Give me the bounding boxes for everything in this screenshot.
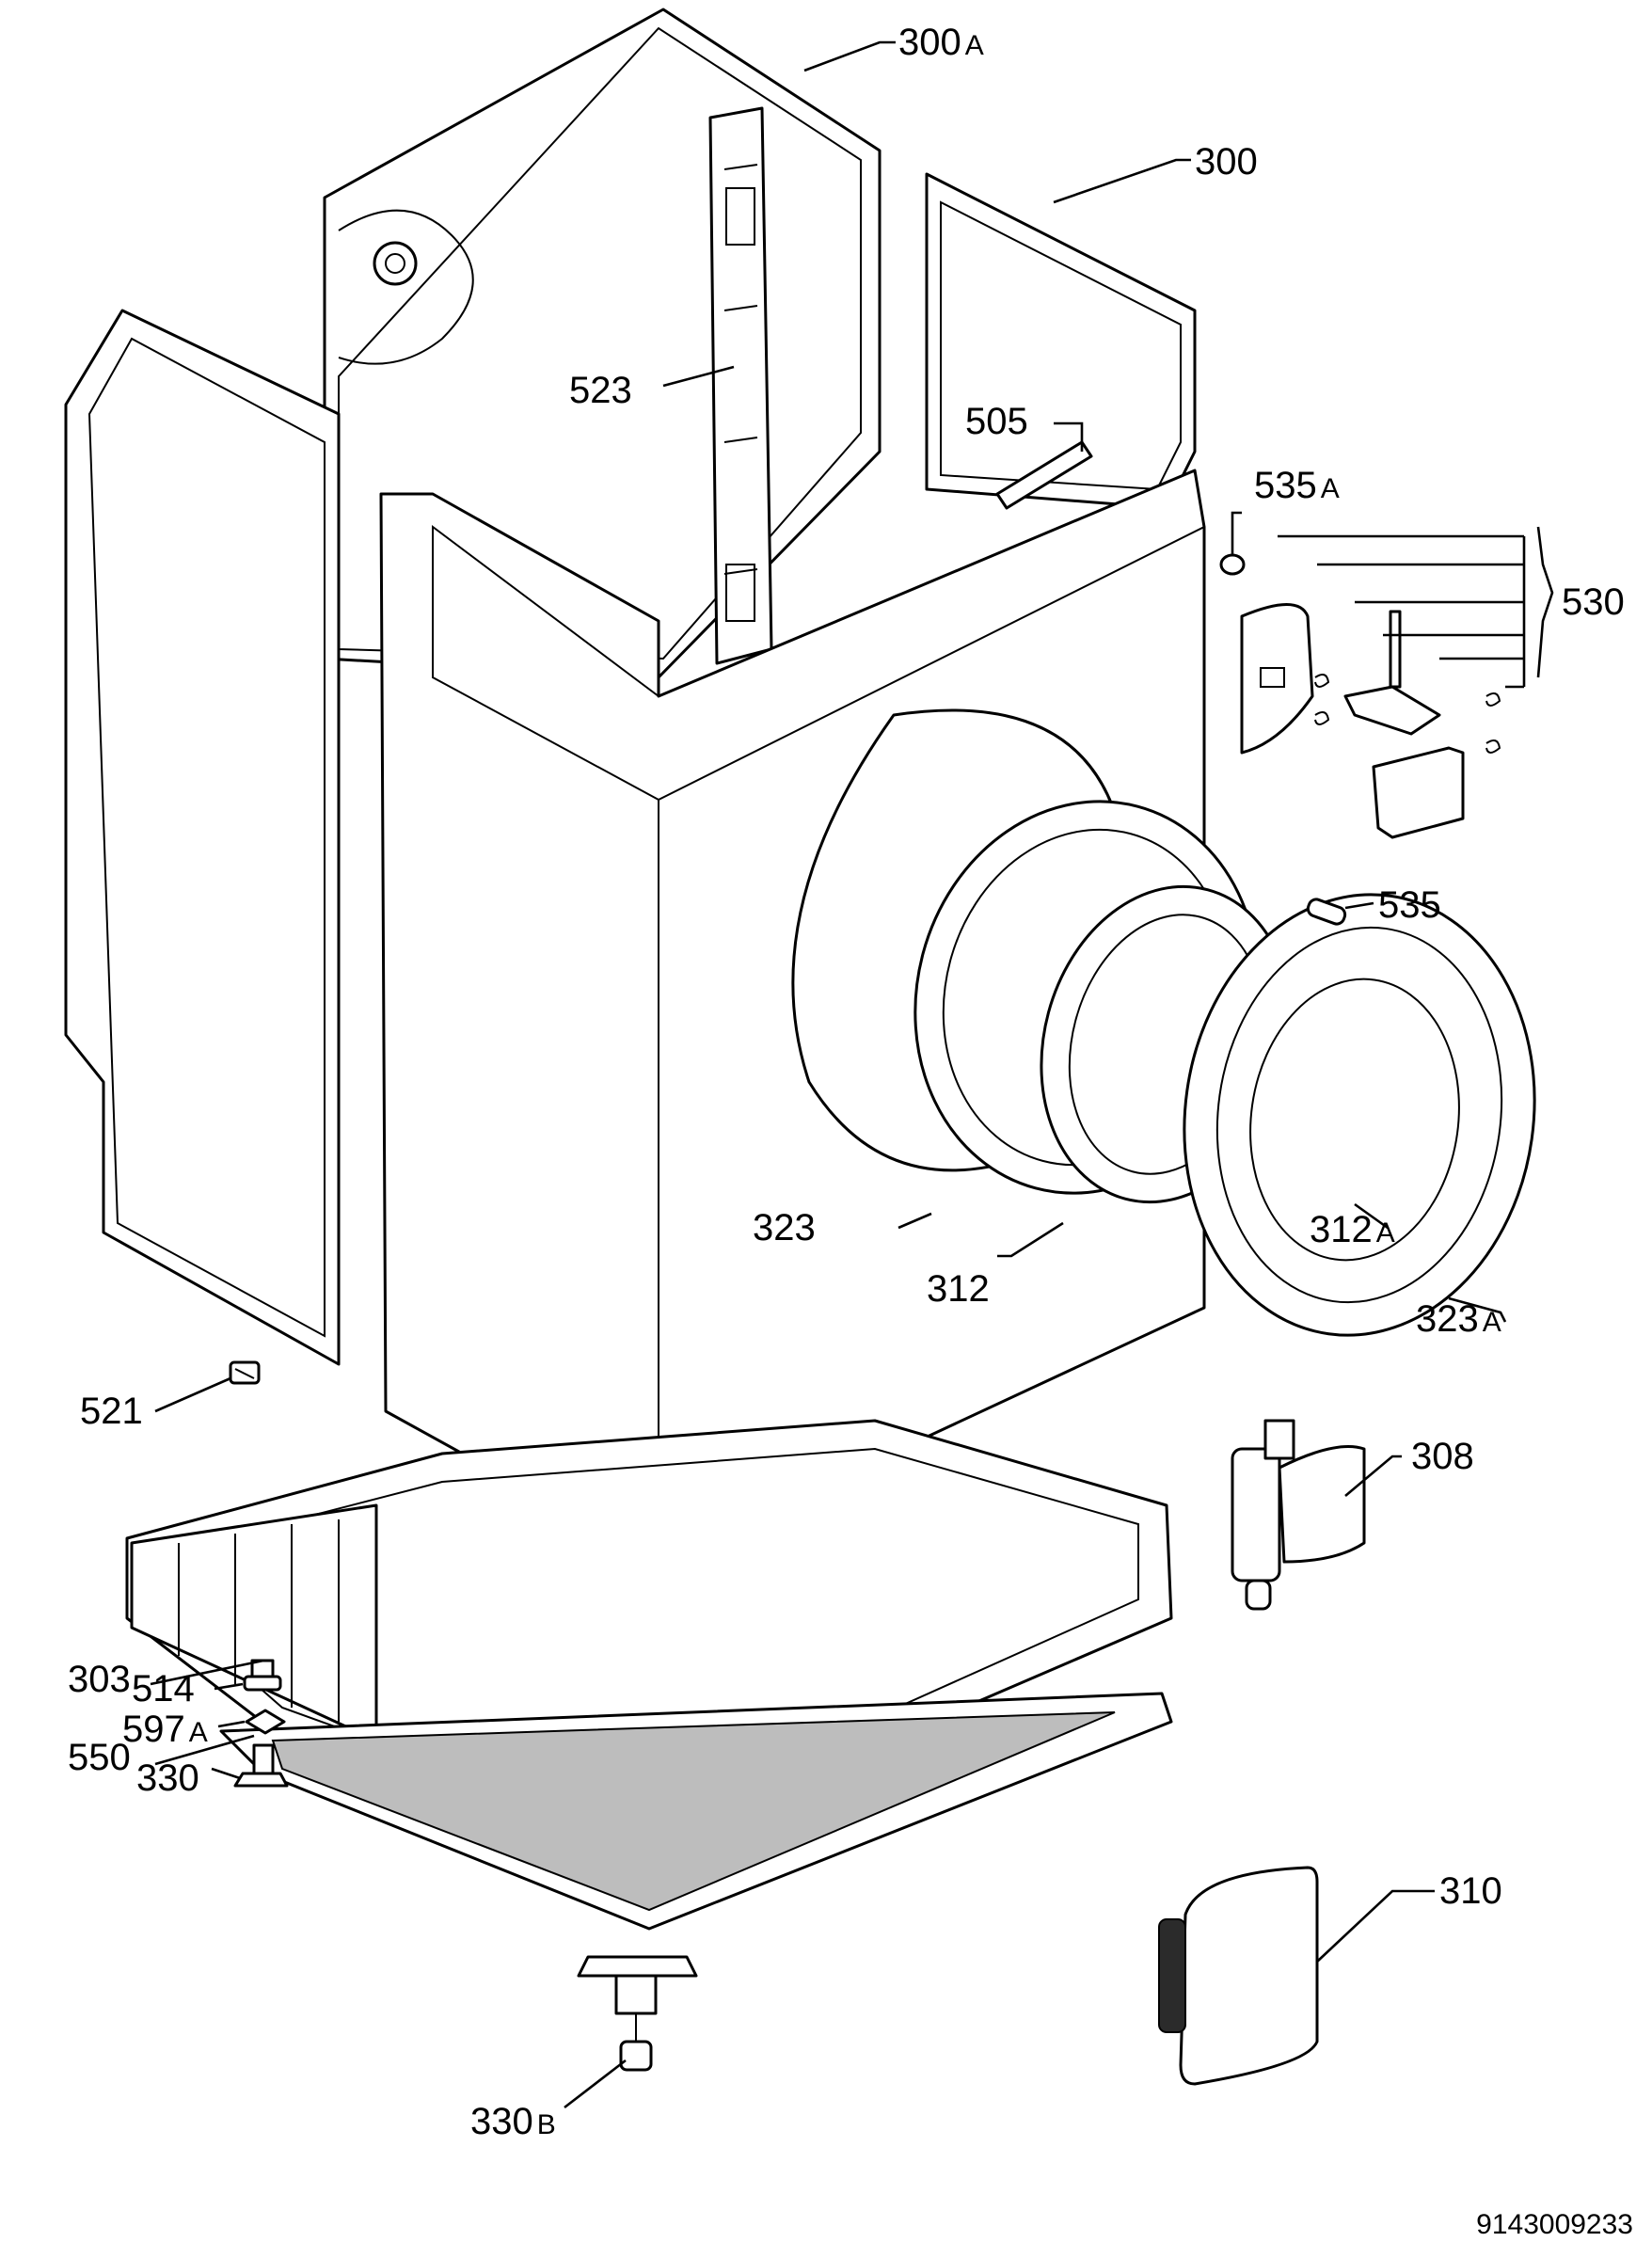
foot-330 bbox=[233, 1743, 289, 1788]
label-514: 514 bbox=[132, 1668, 195, 1709]
label-530: 530 bbox=[1562, 581, 1625, 623]
document-number: 9143009233 bbox=[1476, 2209, 1633, 2240]
screw-521 bbox=[229, 1360, 261, 1385]
rod-505 bbox=[995, 440, 1093, 510]
label-330: 330 bbox=[136, 1757, 199, 1799]
pin-535 bbox=[1306, 898, 1347, 926]
label-550: 550 bbox=[68, 1737, 131, 1778]
label-308: 308 bbox=[1411, 1436, 1474, 1477]
label-303: 303 bbox=[68, 1659, 131, 1700]
hinge-kit-530 bbox=[1219, 553, 1501, 839]
door-glass-312a bbox=[1249, 978, 1460, 1262]
label-310: 310 bbox=[1439, 1870, 1502, 1912]
cap-535a bbox=[1219, 553, 1246, 576]
label-505: 505 bbox=[965, 401, 1028, 442]
label-535: 535 bbox=[1378, 884, 1441, 926]
leader-lines bbox=[150, 40, 1554, 2109]
service-flap-310 bbox=[1158, 1866, 1319, 2086]
label-521: 521 bbox=[80, 1391, 143, 1432]
label-323: 323 bbox=[753, 1207, 816, 1248]
bottom-mat-550 bbox=[219, 1692, 1173, 1931]
label-300: 300 bbox=[1195, 141, 1258, 183]
label-312: 312 bbox=[927, 1268, 990, 1310]
label-523: 523 bbox=[569, 370, 632, 411]
adjustable-foot-330b bbox=[577, 1955, 698, 2072]
door-ring-323a bbox=[1183, 893, 1536, 1337]
square-nut-597a bbox=[245, 1709, 286, 1735]
door-hinge-308 bbox=[1231, 1419, 1366, 1611]
rear-bracket-523 bbox=[708, 106, 773, 665]
